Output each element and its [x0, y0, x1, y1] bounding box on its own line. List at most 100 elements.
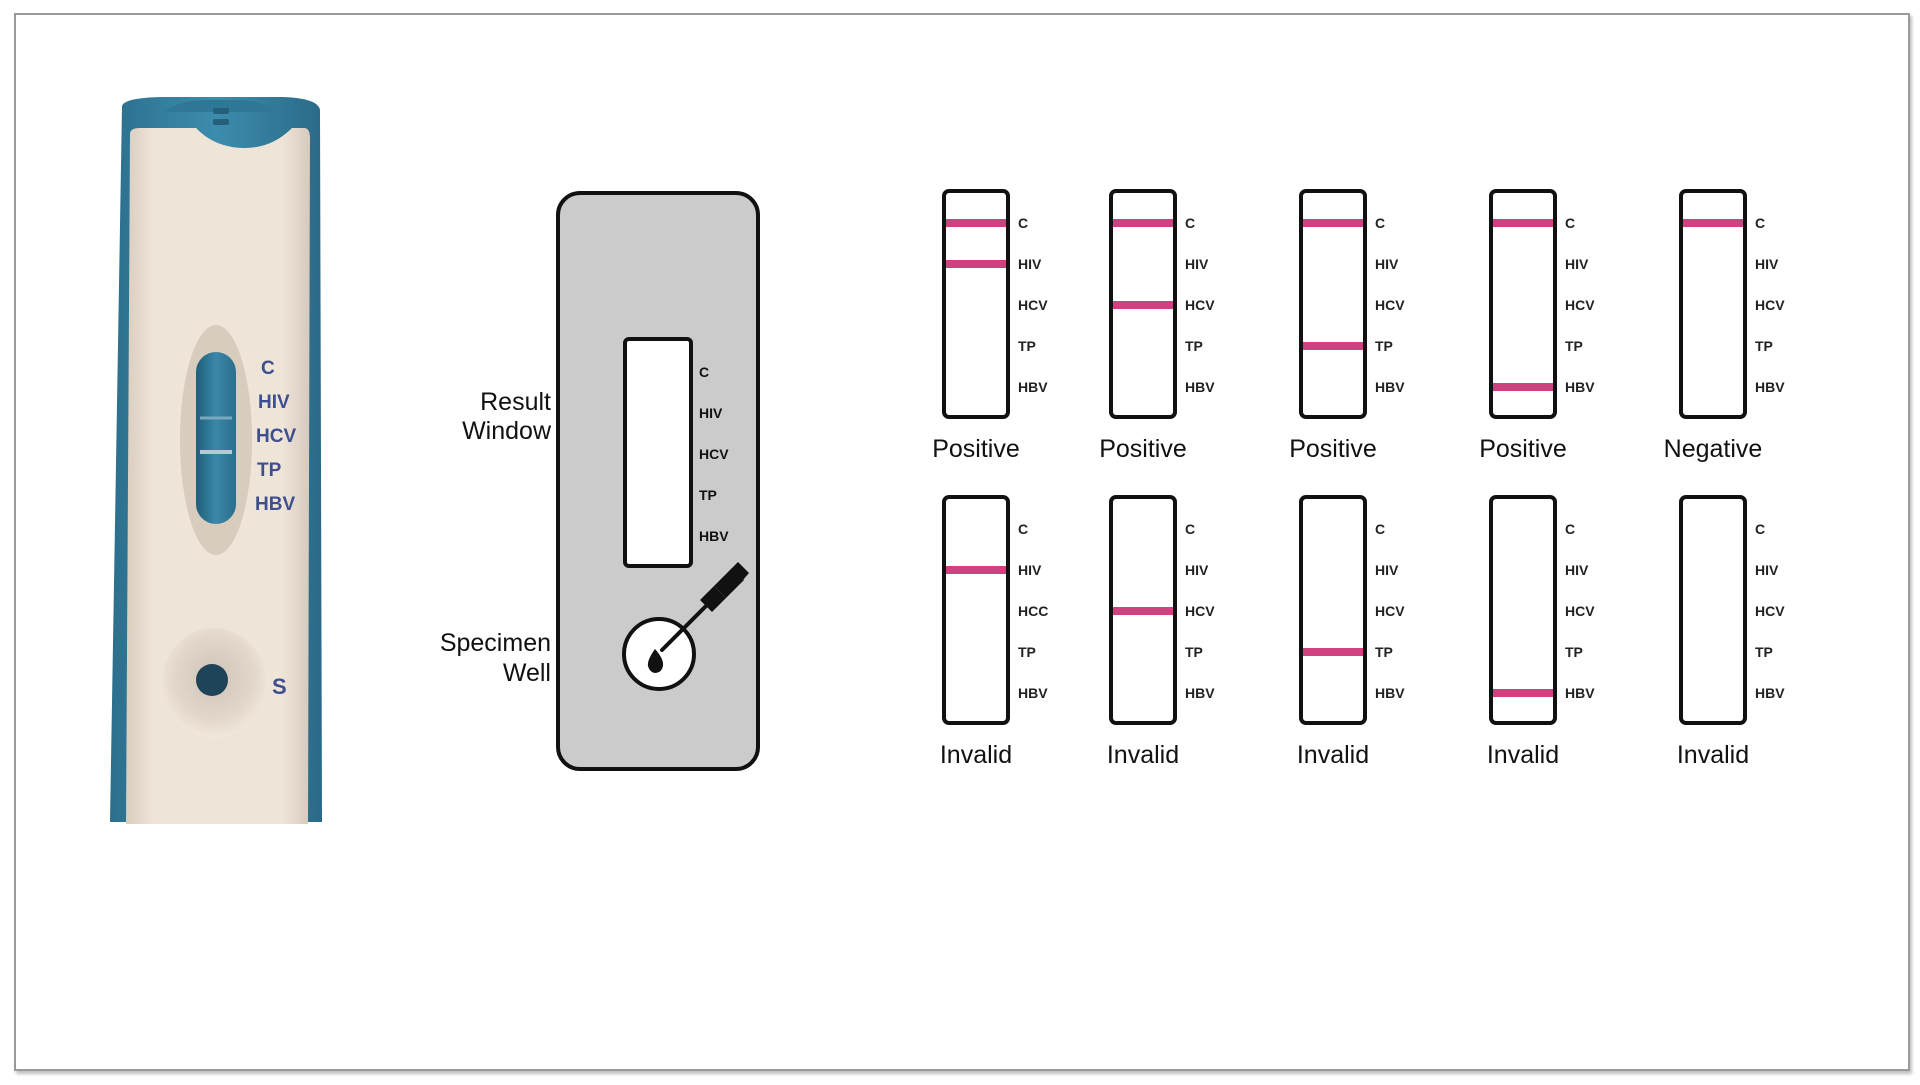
- diagram-label-hiv: HIV: [699, 405, 723, 421]
- strip-marker-label: TP: [1185, 644, 1203, 660]
- strip-marker-label: HIV: [1375, 256, 1399, 272]
- diagram-label-hbv: HBV: [699, 528, 729, 544]
- result-strip-group: C HIV HCV TP HBV Invalid: [1487, 495, 1595, 769]
- strip-marker-label: HCV: [1565, 603, 1595, 619]
- result-strip: [1299, 189, 1367, 419]
- result-strip-group: C HIV HCV TP HBV Negative: [1664, 189, 1785, 463]
- diagram-label-tp: TP: [699, 487, 717, 503]
- strip-marker-label: C: [1018, 215, 1028, 231]
- result-line-c: [1683, 219, 1743, 227]
- strip-marker-label: HBV: [1375, 379, 1405, 395]
- result-line-c: [1493, 219, 1553, 227]
- strip-marker-label: TP: [1565, 338, 1583, 354]
- strip-marker-label: HCV: [1755, 603, 1785, 619]
- strip-marker-label: C: [1755, 215, 1765, 231]
- strip-marker-label: HIV: [1565, 256, 1589, 272]
- strip-marker-label: C: [1375, 521, 1385, 537]
- strip-marker-label: HCC: [1018, 603, 1048, 619]
- cassette-photo: C HIV HCV TP HBV S: [110, 97, 322, 824]
- strip-marker-label: TP: [1185, 338, 1203, 354]
- result-label: Positive: [1479, 435, 1567, 463]
- strip-marker-label: C: [1185, 215, 1195, 231]
- result-strip: [942, 189, 1010, 419]
- diagram-result-window: [623, 337, 693, 568]
- result-label: Invalid: [1487, 741, 1559, 769]
- cassette-label-hiv: HIV: [258, 392, 290, 413]
- result-line-hiv: [946, 566, 1006, 574]
- strip-marker-label: C: [1755, 521, 1765, 537]
- result-window-slot: [196, 352, 236, 524]
- specimen-well-hole: [196, 664, 228, 696]
- result-line-hbv: [1493, 689, 1553, 697]
- result-window-callout-line-1: Result: [480, 388, 551, 416]
- result-line-hcv: [1113, 301, 1173, 309]
- result-strip: [942, 495, 1010, 725]
- result-strip: [1679, 189, 1747, 419]
- strip-marker-label: HIV: [1018, 562, 1042, 578]
- diagram-label-c: C: [699, 364, 709, 380]
- strip-marker-label: HCV: [1565, 297, 1595, 313]
- strip-marker-label: TP: [1565, 644, 1583, 660]
- cassette-label-c: C: [261, 358, 275, 379]
- results-grid: CHIVHCVTPHBVPositiveCHIVHCVTPHBVPositive…: [932, 189, 1785, 769]
- strip-marker-label: HIV: [1755, 256, 1779, 272]
- strip-marker-label: HCV: [1375, 297, 1405, 313]
- specimen-well-callout-line-2: Well: [503, 659, 551, 687]
- cassette-label-s: S: [272, 674, 287, 699]
- strip-marker-label: HCV: [1755, 297, 1785, 313]
- strip-marker-label: HCV: [1185, 603, 1215, 619]
- result-line-c: [1113, 219, 1173, 227]
- result-line-c: [1303, 219, 1363, 227]
- specimen-well-callout-line-1: Specimen: [440, 629, 551, 657]
- cassette-label-hcv: HCV: [256, 426, 296, 447]
- strip-marker-label: HBV: [1185, 685, 1215, 701]
- cassette-tab-notch-2: [213, 119, 229, 125]
- strip-marker-label: TP: [1375, 644, 1393, 660]
- strip-marker-label: HIV: [1185, 256, 1209, 272]
- result-label: Invalid: [1107, 741, 1179, 769]
- result-line-tp: [1303, 648, 1363, 656]
- result-label: Positive: [1289, 435, 1377, 463]
- strip-marker-label: HIV: [1185, 562, 1209, 578]
- result-window-callout-line-2: Window: [462, 417, 552, 445]
- strip-marker-label: HBV: [1018, 379, 1048, 395]
- result-line-hbv: [1493, 383, 1553, 391]
- result-label: Positive: [932, 435, 1020, 463]
- strip-marker-label: TP: [1018, 644, 1036, 660]
- result-line-hiv: [946, 260, 1006, 268]
- result-strip: [1489, 189, 1557, 419]
- strip-marker-label: HIV: [1375, 562, 1399, 578]
- strip-marker-label: HBV: [1018, 685, 1048, 701]
- strip-marker-label: HIV: [1018, 256, 1042, 272]
- result-label: Invalid: [1297, 741, 1369, 769]
- strip-marker-label: HIV: [1565, 562, 1589, 578]
- result-label: Invalid: [1677, 741, 1749, 769]
- strip-marker-label: HBV: [1185, 379, 1215, 395]
- result-strip: [1299, 495, 1367, 725]
- cassette-diagram: C HIV HCV TP HBV Result Window Specimen …: [440, 191, 760, 771]
- cassette-label-tp: TP: [257, 460, 282, 481]
- strip-marker-label: HCV: [1185, 297, 1215, 313]
- strip-marker-label: TP: [1375, 338, 1393, 354]
- result-label: Negative: [1664, 435, 1763, 463]
- result-strip-group: C HIV HCV TP HBV Invalid: [1107, 495, 1215, 769]
- cassette-label-hbv: HBV: [255, 494, 295, 515]
- strip-marker-label: HBV: [1755, 685, 1785, 701]
- strip-marker-label: C: [1565, 521, 1575, 537]
- strip-marker-label: HIV: [1755, 562, 1779, 578]
- strip-marker-label: TP: [1755, 338, 1773, 354]
- strip-marker-label: TP: [1755, 644, 1773, 660]
- strip-marker-label: C: [1185, 521, 1195, 537]
- strip-marker-label: C: [1018, 521, 1028, 537]
- result-line-tp: [1303, 342, 1363, 350]
- strip-marker-label: HBV: [1755, 379, 1785, 395]
- strip-marker-label: HBV: [1565, 685, 1595, 701]
- strip-marker-label: HCV: [1018, 297, 1048, 313]
